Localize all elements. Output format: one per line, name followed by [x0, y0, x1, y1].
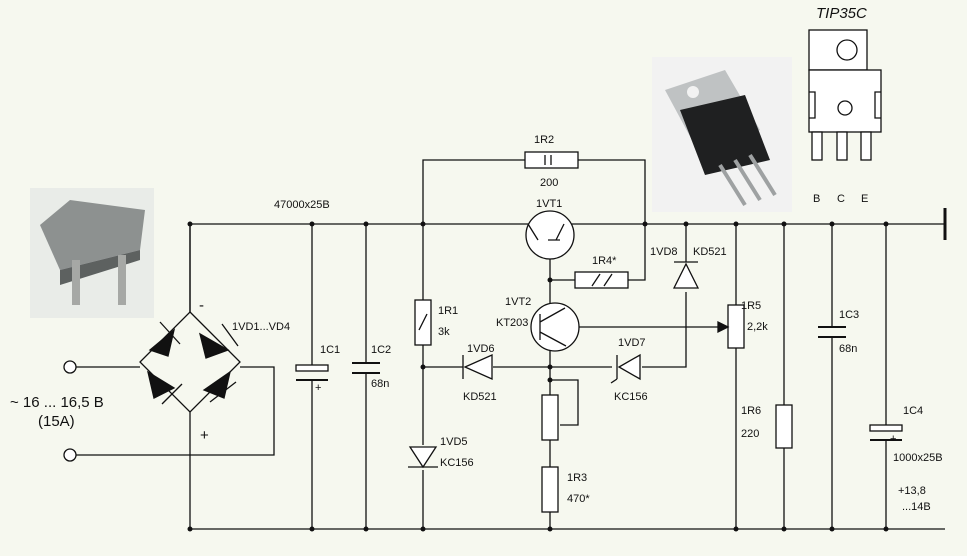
output-voltage-line2: ...14B: [902, 501, 931, 513]
bridge-diode-4: [202, 370, 237, 403]
bridge-diode-2: [198, 323, 239, 359]
input-voltage-label: ~ 16 ... 16,5 B: [10, 394, 104, 411]
input-terminal-top: [63, 360, 77, 374]
r1-ref-label: 1R1: [438, 305, 459, 317]
vd6-diode: [463, 353, 493, 381]
c1-value-label: 47000x25B: [274, 199, 330, 211]
c4-ref-label: 1C4: [903, 405, 924, 417]
vt2-ref-label: 1VT2: [505, 296, 532, 308]
vt1-transistor: [525, 210, 575, 260]
vd6-ref-label: 1VD6: [467, 343, 495, 355]
c2-value-label: 68n: [371, 378, 390, 390]
vd8-value-label: KD521: [693, 246, 727, 258]
input-current-label: (15A): [38, 413, 75, 430]
vd5-ref-label: 1VD5: [440, 436, 468, 448]
r4-resistor: [574, 271, 629, 289]
vd7-zener: [617, 353, 641, 381]
bridge-ref-label: 1VD1...VD4: [232, 321, 291, 333]
c3-ref-label: 1C3: [839, 309, 860, 321]
bridge-minus-label: -: [199, 297, 204, 314]
r3-value-label: 470*: [567, 493, 590, 505]
vt2-value-label: KT203: [496, 317, 529, 329]
r3-ref-label: 1R3: [567, 472, 588, 484]
pin-b-label: B: [813, 193, 821, 205]
tip35c-package-outline: [808, 29, 882, 161]
vd5-value-label: KC156: [440, 457, 474, 469]
c4-value-label: 1000x25B: [893, 452, 943, 464]
c1-plus-label: +: [315, 382, 322, 394]
vd8-ref-label: 1VD8: [650, 246, 678, 258]
r3-trimmer: [541, 394, 559, 441]
r5-value-label: 2,2k: [747, 321, 768, 333]
pin-c-label: C: [837, 193, 845, 205]
bridge-rectifier-photo: [30, 188, 154, 318]
transistor-package-title: TIP35C: [816, 5, 867, 22]
vd5-zener: [408, 446, 438, 469]
r6-ref-label: 1R6: [741, 405, 762, 417]
r6-value-label: 220: [741, 428, 760, 440]
c4-plus-label: +: [890, 433, 897, 445]
pin-e-label: E: [861, 193, 869, 205]
transistor-photo: [652, 57, 792, 212]
r1-value-label: 3k: [438, 326, 450, 338]
r5-ref-label: 1R5: [741, 300, 762, 312]
r2-value-label: 200: [540, 177, 559, 189]
r3-resistor: [541, 466, 559, 513]
vt1-ref-label: 1VT1: [536, 198, 563, 210]
r4-ref-label: 1R4*: [592, 255, 617, 267]
c2-ref-label: 1C2: [371, 344, 392, 356]
vd6-value-label: KD521: [463, 391, 497, 403]
bridge-diode-1: [148, 321, 181, 357]
output-voltage-line1: +13,8: [898, 485, 926, 497]
vd7-value-label: KC156: [614, 391, 648, 403]
vd7-ref-label: 1VD7: [618, 337, 646, 349]
c4-capacitor: [869, 424, 903, 432]
r2-ref-label: 1R2: [534, 134, 555, 146]
bridge-diode-3: [147, 370, 183, 405]
c1-ref-label: 1C1: [320, 344, 341, 356]
c1-capacitor: [295, 364, 329, 372]
input-terminal-bottom: [63, 448, 77, 462]
bridge-plus-label: +: [200, 427, 209, 444]
vd8-diode: [672, 262, 700, 289]
junction-dots: [187, 221, 889, 532]
vt2-transistor: [530, 302, 580, 352]
c3-value-label: 68n: [839, 343, 858, 355]
r6-resistor: [775, 404, 793, 449]
